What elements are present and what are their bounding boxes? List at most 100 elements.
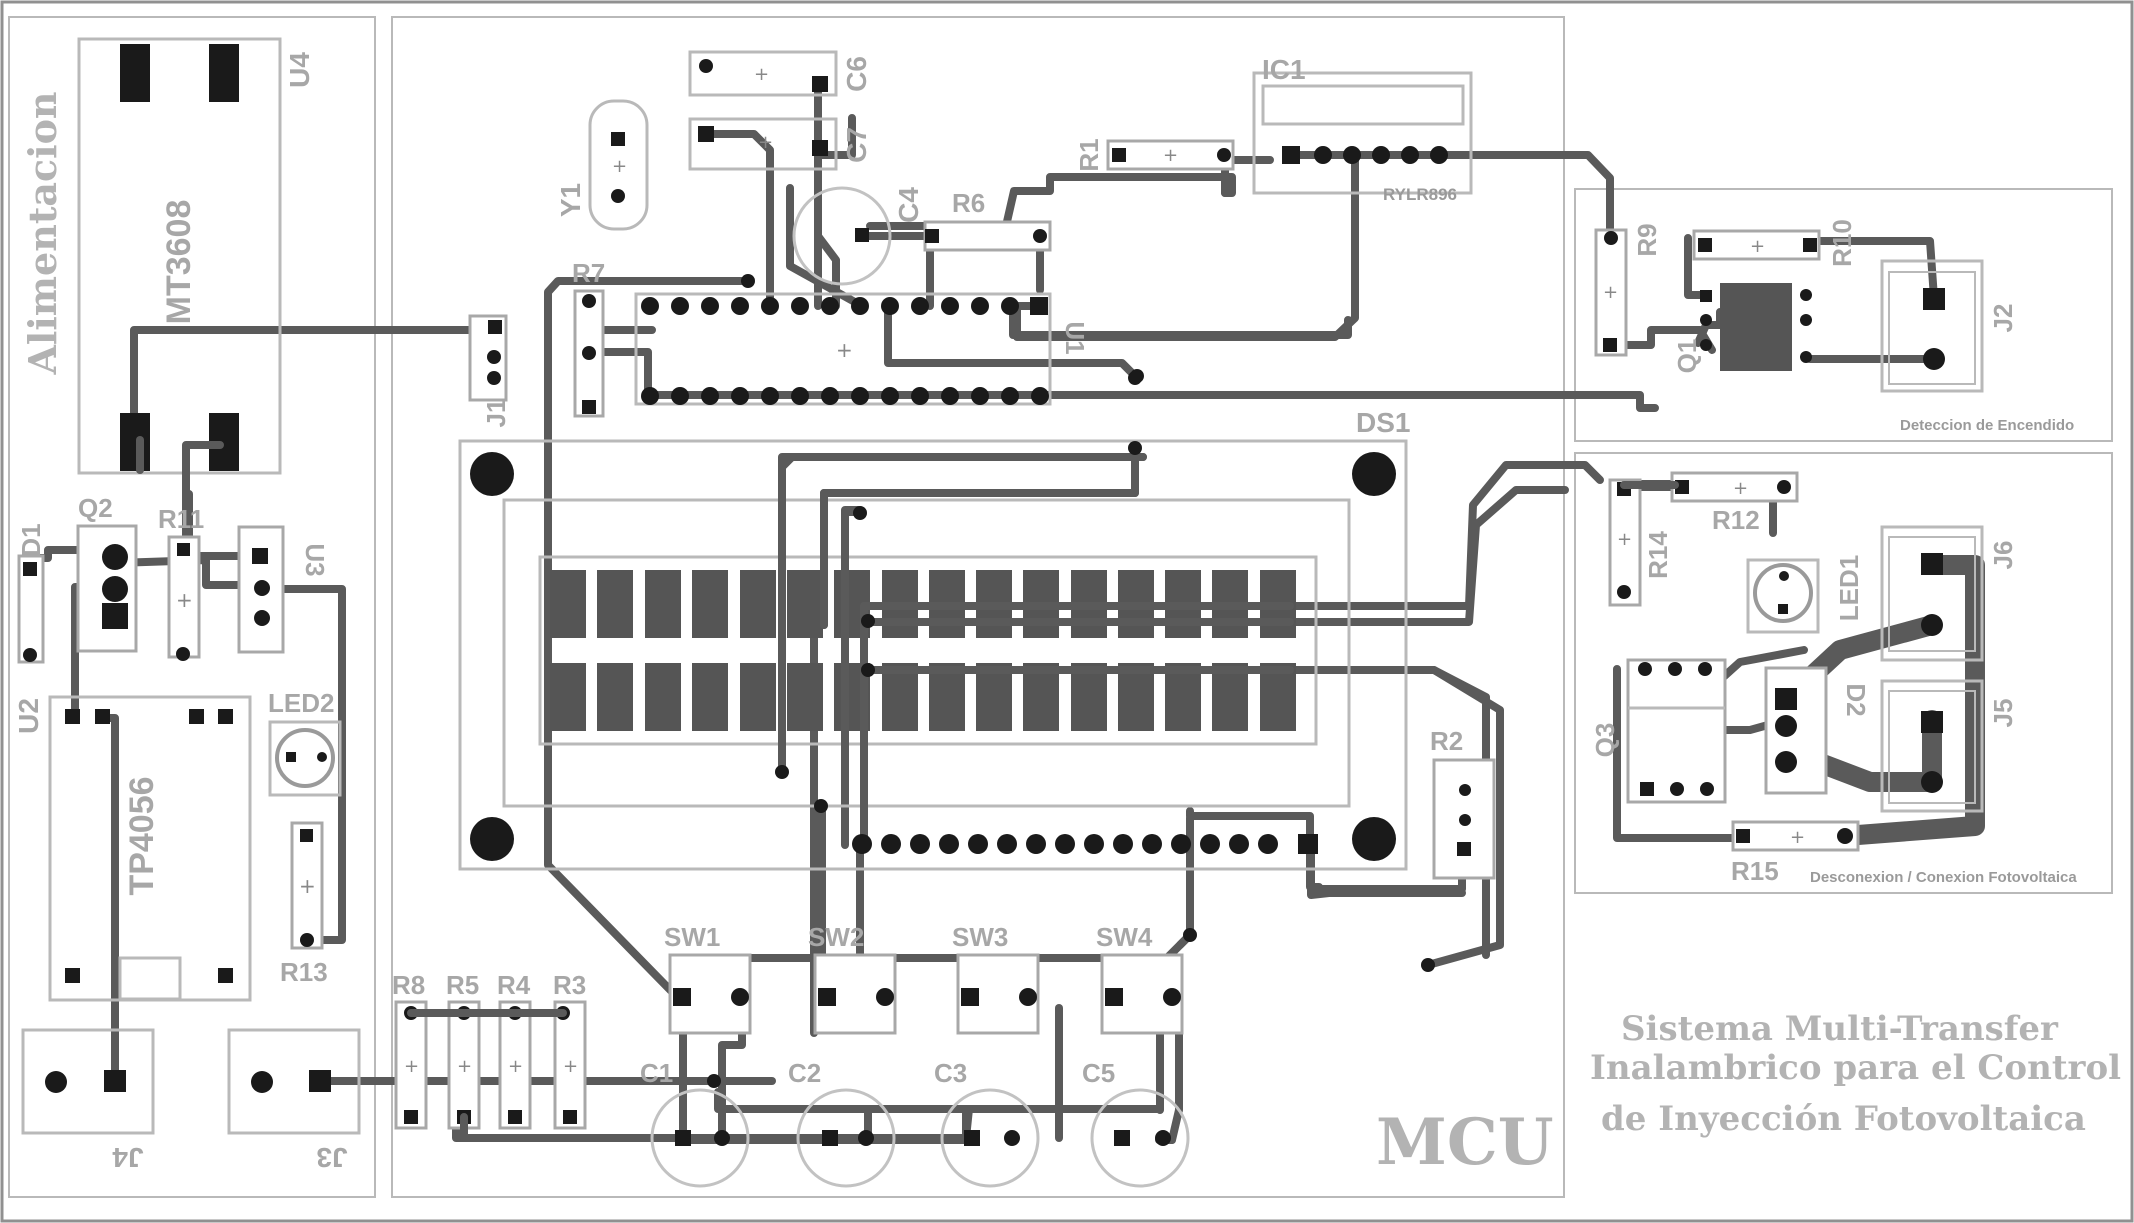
ds1-glass (538, 555, 1318, 746)
d2-pad (1775, 751, 1797, 773)
sw1-pad (731, 988, 749, 1006)
q3-pad (1668, 662, 1682, 676)
u1-label: U1 (1060, 321, 1090, 354)
detect-section-title: Deteccion de Encendido (1900, 417, 2074, 434)
r15: + R15 (1731, 820, 1860, 886)
ds1-outline (458, 439, 1408, 871)
q1-pad (1800, 289, 1812, 301)
r9-label: R9 (1632, 223, 1662, 256)
c2-pad (822, 1130, 838, 1146)
j4-pad (104, 1070, 126, 1092)
r14-plus: + (1617, 529, 1632, 550)
c4-body (792, 186, 892, 286)
ic1-pad (1372, 146, 1390, 164)
detect-section-frame (1574, 188, 2113, 442)
q3-pad (1670, 782, 1684, 796)
sw2[interactable]: SW2 (808, 922, 897, 1035)
r11-pad (177, 543, 190, 556)
r9-plus: + (1603, 282, 1618, 303)
q2-label: Q2 (78, 493, 113, 523)
r6-pad (925, 229, 939, 243)
sw1[interactable]: SW1 (664, 922, 752, 1035)
j5: J5 (1880, 679, 2018, 813)
j3-label: J3 (316, 1142, 347, 1173)
ds1-via (741, 274, 755, 288)
ds1-header-pins (852, 834, 1318, 854)
j5-inner (1888, 690, 1976, 804)
r10-pad (1803, 238, 1817, 252)
r4-plus: + (508, 1056, 523, 1077)
r11-label: R11 (158, 504, 204, 534)
mt3608-label: MT3608 (160, 200, 198, 325)
r9-pad (1603, 338, 1617, 352)
c5-pad (1114, 1130, 1130, 1146)
j2-label: J2 (1988, 304, 2018, 333)
r12: + R12 (1670, 471, 1799, 535)
r3-plus: + (563, 1056, 578, 1077)
r1-pad (1217, 148, 1231, 162)
r6-label: R6 (952, 188, 985, 218)
ic1-pad (1401, 146, 1419, 164)
ds1-via (814, 799, 828, 813)
c5-label: C5 (1082, 1058, 1115, 1088)
r9: + R9 (1594, 223, 1662, 357)
q3-pad (1640, 782, 1654, 796)
r5-plus: + (457, 1056, 472, 1077)
r5-outline (447, 1000, 481, 1130)
r3-label: R3 (553, 970, 586, 1000)
r3-pad (563, 1110, 577, 1124)
ds1-via (775, 765, 789, 779)
r4-pad (508, 1110, 522, 1124)
led1-body (1753, 563, 1813, 623)
u2-label: U2 (13, 698, 44, 734)
r6-outline (923, 220, 1052, 252)
led2-label: LED2 (268, 688, 334, 718)
u4-module-outline (77, 37, 282, 475)
r10-label: R10 (1827, 219, 1857, 267)
c6-label: C6 (841, 56, 872, 92)
ds1-via (853, 506, 867, 520)
r10-plus: + (1750, 236, 1765, 257)
sw2-pad (876, 988, 894, 1006)
r10-outline (1692, 229, 1821, 261)
q2-pad (102, 603, 128, 629)
r1-label: R1 (1074, 138, 1104, 171)
ds1-mount-hole (470, 452, 514, 496)
q1: Q1 (1672, 283, 1812, 373)
c1-body (650, 1088, 750, 1188)
sw4[interactable]: SW4 (1096, 922, 1184, 1035)
c1-label: C1 (640, 1058, 673, 1088)
y1-outline (588, 99, 649, 231)
power-section-frame (8, 16, 376, 1198)
sw3-pad (1019, 988, 1037, 1006)
r13-outline (290, 821, 324, 950)
ds1-label: DS1 (1356, 407, 1410, 438)
r13-plus: + (299, 874, 316, 898)
u3-label: U3 (300, 543, 330, 576)
r8-plus: + (404, 1056, 419, 1077)
r8-label: R8 (392, 970, 425, 1000)
j3-pad (309, 1070, 331, 1092)
y1-pad (611, 189, 625, 203)
sw3[interactable]: SW3 (952, 922, 1040, 1035)
r12-label: R12 (1712, 505, 1760, 535)
j1-pad (487, 371, 501, 385)
r8-pad (404, 1110, 418, 1124)
r1-pad (1112, 148, 1126, 162)
j6: J6 (1880, 525, 2018, 662)
c5-body (1090, 1088, 1190, 1188)
u2-pad (218, 968, 233, 983)
d1-pad (23, 648, 37, 662)
r10: + R10 (1692, 219, 1857, 267)
ic1-pad (1314, 146, 1332, 164)
ds1-via (707, 1074, 721, 1088)
d2-label: D2 (1841, 683, 1871, 716)
c3: C3 (934, 1058, 1040, 1188)
q3-label: Q3 (1590, 723, 1620, 758)
led1-pad (1778, 604, 1788, 614)
sw2-pad (818, 988, 836, 1006)
sw4-label: SW4 (1096, 922, 1153, 952)
c5: C5 (1082, 1058, 1190, 1188)
d2: D2 (1764, 666, 1871, 795)
r13-pad (300, 829, 313, 842)
